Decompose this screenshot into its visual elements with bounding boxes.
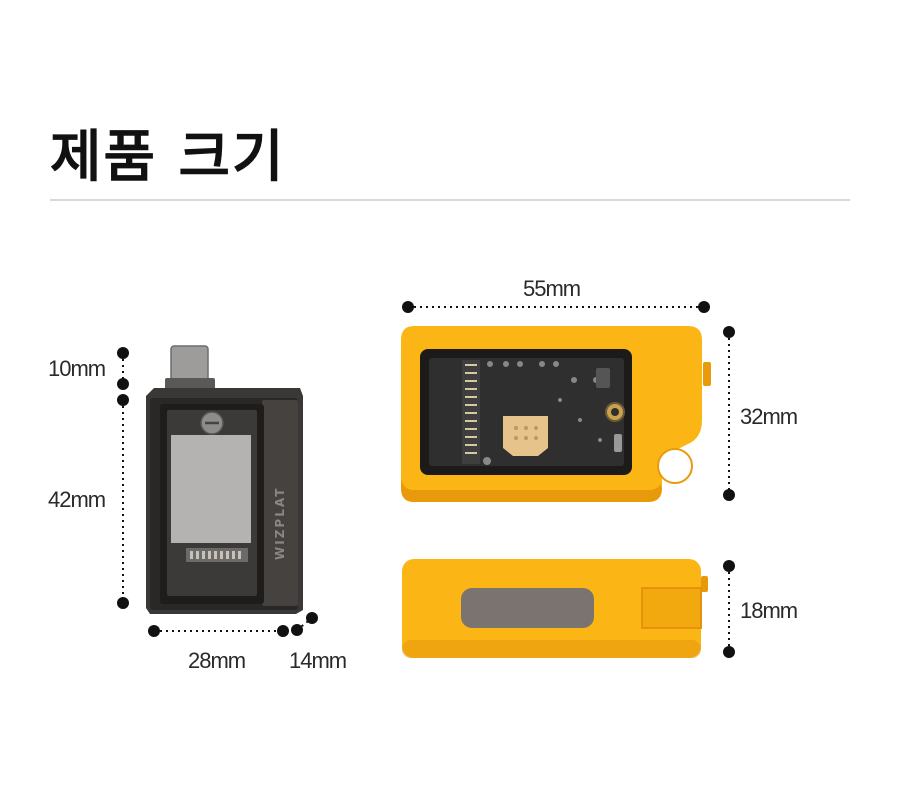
top-dimension-lines bbox=[408, 306, 730, 495]
side-cap-seam bbox=[641, 587, 702, 629]
dim-label-side-height: 18mm bbox=[740, 598, 798, 623]
side-view-device bbox=[402, 559, 708, 658]
title-divider bbox=[50, 199, 850, 201]
side-dimension-dots bbox=[723, 560, 735, 658]
dim-label-top-height: 32mm bbox=[740, 404, 798, 429]
top-view-device bbox=[401, 326, 711, 502]
keyring-hole bbox=[657, 448, 693, 484]
dim-label-front-top: 10mm bbox=[48, 356, 106, 381]
brand-watermark: WIZPLAT bbox=[273, 487, 287, 560]
dim-label-front-height: 42mm bbox=[48, 487, 106, 512]
front-view-device: WIZPLAT bbox=[146, 345, 303, 614]
front-label-area bbox=[171, 435, 251, 543]
dim-label-front-width: 28mm bbox=[188, 648, 246, 673]
side-window bbox=[461, 588, 594, 628]
dim-label-front-depth: 14mm bbox=[289, 648, 347, 673]
top-dimension-dots bbox=[402, 301, 735, 501]
page-title: 제품 크기 bbox=[50, 125, 286, 190]
dim-label-top-width: 55mm bbox=[523, 276, 581, 301]
gold-contact-pad bbox=[503, 416, 548, 456]
front-dimension-dots bbox=[117, 347, 318, 637]
